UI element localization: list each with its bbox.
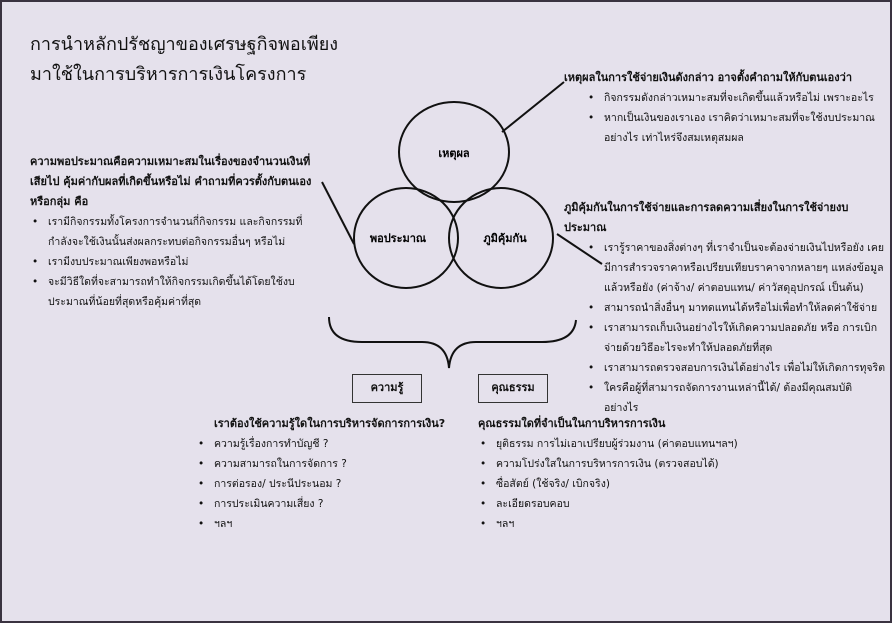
- title-line: มาใช้ในการบริหารการเงินโครงการ: [30, 64, 307, 85]
- list-item: ความสามารถในการจัดการ ?: [196, 454, 458, 474]
- list-item: เราสามารถตรวจสอบการเงินได้อย่างไร เพื่อไ…: [586, 358, 886, 378]
- list-item: เรามีงบประมาณเพียงพอหรือไม่: [30, 252, 320, 272]
- morality-box: คุณธรรม: [478, 374, 548, 403]
- morality-block: คุณธรรมใดที่จำเป็นในกาบริหารการเงิน ยุติ…: [478, 414, 748, 534]
- immunity-heading: ภูมิคุ้มกันในการใช้จ่ายและการลดความเสี่ย…: [564, 201, 849, 234]
- list-item: ซื่อสัตย์ (ใช้จริง/ เบิกจริง): [478, 474, 748, 494]
- page-title: การนำหลักปรัชญาของเศรษฐกิจพอเพียง มาใช้ใ…: [30, 30, 360, 90]
- list-item: เรามีกิจกรรมทั้งโครงการจำนวนกี่กิจกรรม แ…: [30, 212, 320, 252]
- title-line: การนำหลักปรัชญาของเศรษฐกิจพอเพียง: [30, 34, 339, 55]
- reason-heading: เหตุผลในการใช้จ่ายเงินดังกล่าว อาจตั้งคำ…: [564, 71, 853, 84]
- list-item: สามารถนำสิ่งอื่นๆ มาทดแทนได้หรือไม่เพื่อ…: [586, 298, 886, 318]
- circle-reason: [398, 101, 510, 203]
- list-item: ยุติธรรม การไม่เอาเปรียบผู้ร่วมงาน (ค่าต…: [478, 434, 748, 454]
- circle-moderation: [353, 187, 459, 289]
- moderation-block: ความพอประมาณคือความเหมาะสมในเรื่องของจำน…: [30, 152, 320, 312]
- circle-moderation-label: พอประมาณ: [370, 232, 427, 245]
- circle-immunity-label: ภูมิคุ้มกัน: [483, 232, 527, 246]
- knowledge-box: ความรู้: [352, 374, 422, 403]
- list-item: ฯลฯ: [478, 514, 748, 534]
- connector-moderation: [321, 181, 355, 245]
- list-item: หากเป็นเงินของเราเอง เราคิดว่าเหมาะสมที่…: [586, 108, 886, 148]
- list-item: การประเมินความเสี่ยง ?: [196, 494, 458, 514]
- moderation-heading: ความพอประมาณคือความเหมาะสมในเรื่องของจำน…: [30, 155, 312, 208]
- list-item: ความรู้เรื่องการทำบัญชี ?: [196, 434, 458, 454]
- circle-immunity: [448, 187, 554, 289]
- morality-heading: คุณธรรมใดที่จำเป็นในกาบริหารการเงิน: [478, 417, 666, 430]
- list-item: ความโปร่งใสในการบริหารการเงิน (ตรวจสอบได…: [478, 454, 748, 474]
- list-item: เราสามารถเก็บเงินอย่างไรให้เกิดความปลอดภ…: [586, 318, 886, 358]
- list-item: ใครคือผู้ที่สามารถจัดการงานเหล่านี้ได้/ …: [586, 378, 886, 418]
- knowledge-block: เราต้องใช้ความรู้ใดในการบริหารจัดการการเ…: [196, 414, 458, 534]
- list-item: ละเอียดรอบคอบ: [478, 494, 748, 514]
- reason-block: เหตุผลในการใช้จ่ายเงินดังกล่าว อาจตั้งคำ…: [564, 68, 886, 148]
- immunity-block: ภูมิคุ้มกันในการใช้จ่ายและการลดความเสี่ย…: [564, 198, 886, 418]
- list-item: เรารู้ราคาของสิ่งต่างๆ ที่เราจำเป็นจะต้อ…: [586, 238, 886, 298]
- list-item: การต่อรอง/ ประนีประนอม ?: [196, 474, 458, 494]
- list-item: จะมีวิธีใดที่จะสามารถทำให้กิจกรรมเกิดขึ้…: [30, 272, 320, 312]
- connector-reason: [501, 81, 565, 133]
- list-item: กิจกรรมดังกล่าวเหมาะสมที่จะเกิดขึ้นแล้วห…: [586, 88, 886, 108]
- knowledge-heading: เราต้องใช้ความรู้ใดในการบริหารจัดการการเ…: [214, 417, 446, 430]
- circle-reason-label: เหตุผล: [438, 147, 470, 161]
- curly-brace: [328, 316, 577, 369]
- list-item: ฯลฯ: [196, 514, 458, 534]
